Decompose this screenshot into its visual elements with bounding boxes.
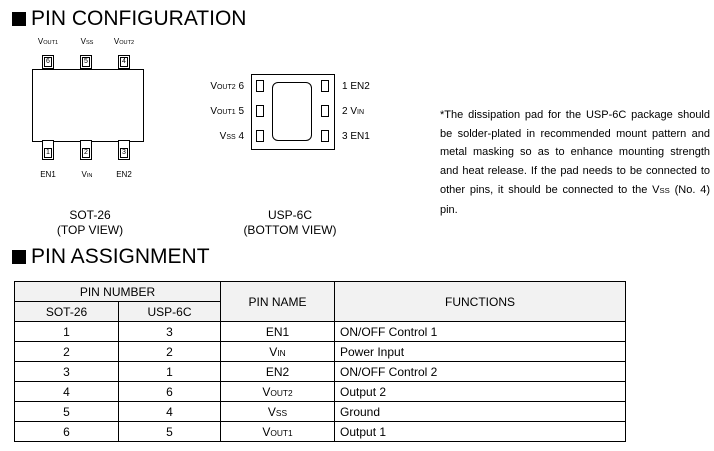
sot26-caption-view: (TOP VIEW) (56, 223, 124, 237)
pin-assignment-title: PIN ASSIGNMENT (31, 245, 210, 268)
sot26-pin-3: 3 (118, 140, 130, 160)
cell-sot26: 4 (14, 381, 119, 402)
header-sot26: SOT-26 (14, 301, 119, 322)
pin-configuration-title: PIN CONFIGURATION (31, 7, 247, 30)
sot26-pin-2: 2 (80, 140, 92, 160)
sot26-caption-name: SOT-26 (69, 208, 111, 222)
cell-usp6c: 6 (118, 381, 221, 402)
sot26-bottom-label-3: EN2 (116, 170, 132, 179)
header-usp6c: USP-6C (118, 301, 221, 322)
cell-sot26: 2 (14, 341, 119, 362)
sot26-pin-5: 5 (80, 55, 92, 69)
cell-pin-name: EN1 (220, 321, 335, 342)
cell-pin-name: VOUT1 (220, 421, 335, 442)
sot26-diagram: VOUT1 VSS VOUT2 6 5 4 1 2 3 EN1 VIN EN2 … (0, 0, 200, 240)
cell-sot26: 6 (14, 421, 119, 442)
cell-usp6c: 1 (118, 361, 221, 382)
table-header-row: PIN NUMBER PIN NAME FUNCTIONS (14, 281, 626, 322)
sot26-pin-1: 1 (42, 140, 54, 160)
sot26-top-label-3: VOUT2 (113, 37, 135, 46)
usp6c-right-label-3: 3 EN1 (342, 131, 370, 142)
usp6c-pad-1 (321, 80, 329, 92)
cell-function: Output 1 (334, 421, 626, 442)
usp6c-right-label-2: 2 VIN (342, 106, 365, 117)
dissipation-pad-note: *The dissipation pad for the USP-6C pack… (440, 109, 710, 216)
usp6c-left-label-2: VOUT1 5 (210, 106, 244, 117)
header-functions: FUNCTIONS (334, 281, 626, 322)
pin-configuration-heading: PIN CONFIGURATION (12, 7, 246, 31)
cell-pin-name: VIN (220, 341, 335, 362)
pin-assignment-table: PIN NUMBER PIN NAME FUNCTIONS SOT-26 USP… (14, 281, 626, 442)
cell-sot26: 3 (14, 361, 119, 382)
usp6c-pad-2 (321, 105, 329, 117)
usp6c-left-label-1: VOUT2 6 (210, 81, 244, 92)
cell-usp6c: 3 (118, 321, 221, 342)
heading-square-icon (12, 12, 26, 26)
table-row: 6 5 VOUT1 Output 1 (14, 421, 626, 442)
sot26-bottom-label-2: VIN (81, 170, 93, 179)
usp6c-thermal-pad (272, 82, 312, 141)
sot26-bottom-label-1: EN1 (40, 170, 56, 179)
cell-function: ON/OFF Control 2 (334, 361, 626, 382)
cell-pin-name: VOUT2 (220, 381, 335, 402)
cell-usp6c: 2 (118, 341, 221, 362)
header-pin-name: PIN NAME (220, 281, 335, 322)
usp6c-caption-name: USP-6C (267, 208, 312, 222)
usp6c-pad-3 (321, 130, 329, 142)
sot26-top-label-2: VSS (80, 37, 94, 46)
header-pin-number: PIN NUMBER (14, 281, 221, 302)
heading-square-icon (12, 250, 26, 264)
usp6c-left-label-3: VSS 4 (219, 131, 244, 142)
table-row: 5 4 VSS Ground (14, 401, 626, 422)
cell-usp6c: 5 (118, 421, 221, 442)
table-row: 3 1 EN2 ON/OFF Control 2 (14, 361, 626, 382)
usp6c-pad-5 (256, 105, 264, 117)
cell-pin-name: VSS (220, 401, 335, 422)
table-row: 1 3 EN1 ON/OFF Control 1 (14, 321, 626, 342)
usp6c-diagram: VOUT2 6 VOUT1 5 VSS 4 1 EN2 2 VIN 3 EN1 … (190, 70, 410, 240)
table-row: 4 6 VOUT2 Output 2 (14, 381, 626, 402)
cell-function: Output 2 (334, 381, 626, 402)
usp6c-pad-4 (256, 130, 264, 142)
sot26-pin-4: 4 (118, 55, 130, 69)
sot26-top-label-1: VOUT1 (37, 37, 59, 46)
usp6c-pad-6 (256, 80, 264, 92)
table-row: 2 2 VIN Power Input (14, 341, 626, 362)
sot26-body (32, 69, 144, 142)
cell-function: ON/OFF Control 1 (334, 321, 626, 342)
cell-sot26: 5 (14, 401, 119, 422)
sot26-pin-6: 6 (42, 55, 54, 69)
usp6c-right-label-1: 1 EN2 (342, 81, 370, 92)
cell-usp6c: 4 (118, 401, 221, 422)
cell-function: Ground (334, 401, 626, 422)
usp6c-caption-view: (BOTTOM VIEW) (243, 223, 337, 237)
cell-sot26: 1 (14, 321, 119, 342)
pin-assignment-heading: PIN ASSIGNMENT (12, 245, 210, 269)
cell-function: Power Input (334, 341, 626, 362)
cell-pin-name: EN2 (220, 361, 335, 382)
